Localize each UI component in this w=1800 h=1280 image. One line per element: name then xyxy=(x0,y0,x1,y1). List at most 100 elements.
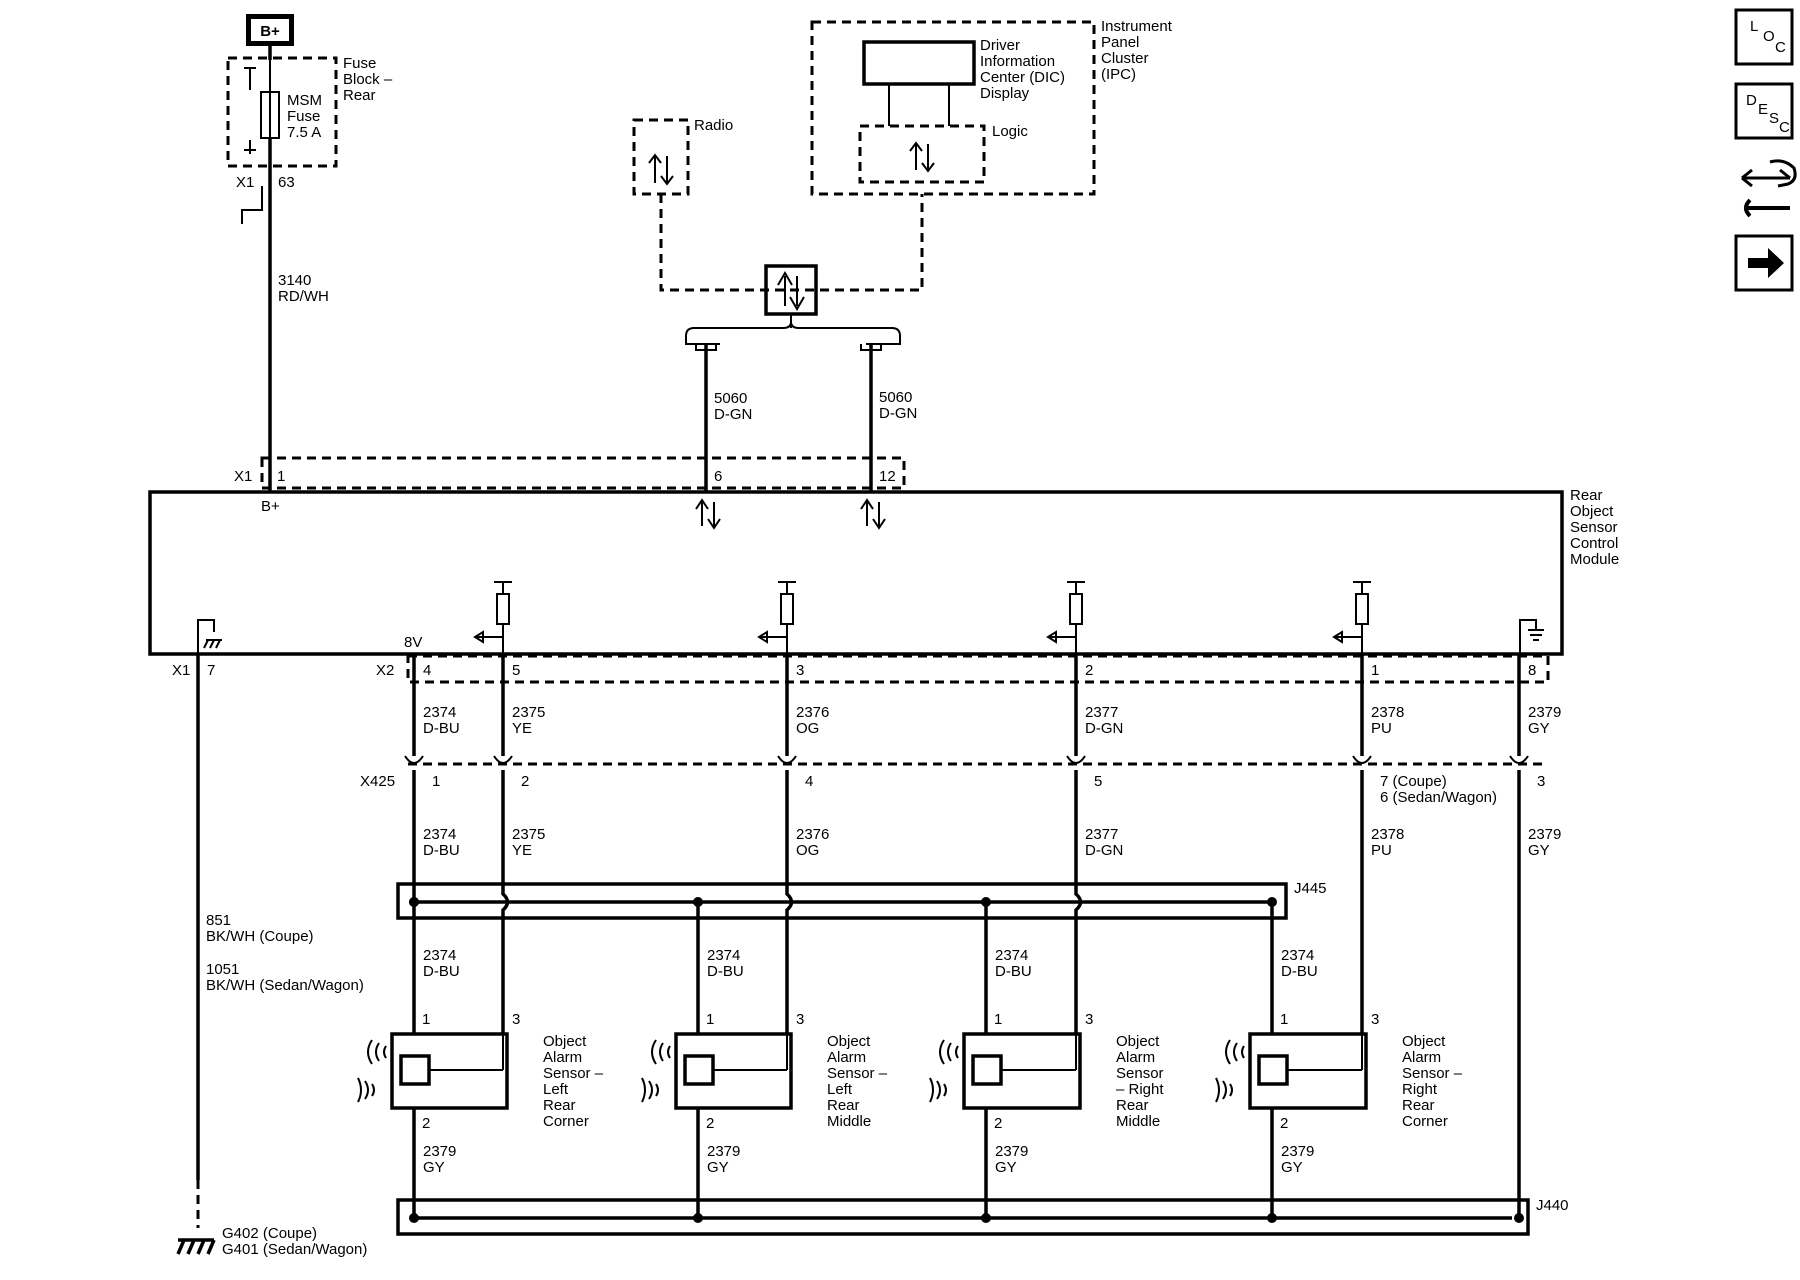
splice-dot xyxy=(1514,1213,1524,1223)
sensor-pin-3: 3 xyxy=(1085,1011,1093,1028)
ground-color-coupe: BK/WH (Coupe) xyxy=(206,928,314,945)
sensor-ground-circuit: 2379 xyxy=(423,1143,456,1160)
sensor-name-line: Sensor – xyxy=(543,1065,604,1082)
dic-label-4: Display xyxy=(980,85,1030,102)
sensor-name-line: Middle xyxy=(827,1113,871,1130)
fuse-name-1: MSM xyxy=(287,92,322,109)
repair-procedure-icon[interactable] xyxy=(1741,159,1797,218)
sensor-element xyxy=(399,1054,431,1086)
sensor-pin-3: 3 xyxy=(796,1011,804,1028)
x2-circuit-color: GY xyxy=(1528,720,1550,737)
pullup-bar xyxy=(494,581,512,594)
sensor-ground-color: GY xyxy=(707,1159,729,1176)
signal-arrow-icon xyxy=(757,630,787,644)
splice-dot xyxy=(1267,1213,1277,1223)
logic-label: Logic xyxy=(992,123,1028,140)
ipc-label-4: (IPC) xyxy=(1101,66,1136,83)
x425-circuit-color: PU xyxy=(1371,842,1392,859)
x425-pin: 5 xyxy=(1094,773,1102,790)
sensor-pin-1: 1 xyxy=(422,1011,430,1028)
feed-circuit-color: RD/WH xyxy=(278,288,329,305)
x2-pin: 3 xyxy=(796,662,804,679)
signal-arrow-icon xyxy=(1332,630,1362,644)
sensor-pin-1: 1 xyxy=(706,1011,714,1028)
splice-dot xyxy=(409,897,419,907)
sensor-name-line: Object xyxy=(543,1033,587,1050)
sensor-name-line: Rear xyxy=(1116,1097,1149,1114)
ground-symbol xyxy=(176,1238,216,1255)
x2-circuit-color: YE xyxy=(512,720,532,737)
x425-pin: 3 xyxy=(1537,773,1545,790)
sensor-ground-circuit: 2379 xyxy=(995,1143,1028,1160)
module-name-1: Rear xyxy=(1570,487,1603,504)
x425-circuit-number: 2378 xyxy=(1371,826,1404,843)
sensor-name-line: Left xyxy=(543,1081,569,1098)
loc-letter-c: C xyxy=(1775,39,1786,56)
x2-circuit-color: D-GN xyxy=(1085,720,1123,737)
sensor-body xyxy=(1248,1032,1368,1110)
x2-connector xyxy=(406,654,1550,684)
loc-letter-l: L xyxy=(1750,18,1758,35)
x425-pin-alt: 6 (Sedan/Wagon) xyxy=(1380,789,1497,806)
x425-pin: 2 xyxy=(521,773,529,790)
sensor-body xyxy=(390,1032,509,1110)
x2-circuit-number: 2378 xyxy=(1371,704,1404,721)
sensor-feed-color: D-BU xyxy=(995,963,1032,980)
serial-right-color: D-GN xyxy=(879,405,917,422)
b-plus-label: B+ xyxy=(260,23,280,40)
next-page-button[interactable] xyxy=(1734,234,1794,292)
sensor-feed-color: D-BU xyxy=(423,963,460,980)
sensor-element xyxy=(1257,1054,1289,1086)
x2-circuit-number: 2376 xyxy=(796,704,829,721)
sensor-feed-circuit: 2374 xyxy=(707,947,740,964)
dic-display xyxy=(862,40,976,86)
sensor-pin-1: 1 xyxy=(994,1011,1002,1028)
loc-button[interactable]: L O C xyxy=(1734,8,1794,66)
x2-wires: 2374D-BU12374D-BU2375YE22375YE2376OG4237… xyxy=(404,654,1561,1223)
sound-emit-icon xyxy=(1225,1039,1245,1065)
x425-terminal xyxy=(404,755,424,764)
pullup-bar xyxy=(1353,581,1371,594)
pullup-resistor xyxy=(1069,593,1083,625)
x425-circuit-number: 2375 xyxy=(512,826,545,843)
x2-circuit-number: 2377 xyxy=(1085,704,1118,721)
ipc-label-2: Panel xyxy=(1101,34,1139,51)
pullup-resistor xyxy=(1355,593,1369,625)
desc-button[interactable]: D E S C xyxy=(1734,82,1794,140)
fuse-block-rear: Fuse Block – Rear xyxy=(226,55,393,168)
j445-label: J445 xyxy=(1294,880,1327,897)
x425-terminal xyxy=(1066,755,1086,764)
sound-emit-icon xyxy=(939,1039,959,1065)
serial-right-circuit: 5060 xyxy=(879,389,912,406)
sensor-feed-circuit: 2374 xyxy=(423,947,456,964)
loc-letter-o: O xyxy=(1763,28,1775,45)
x2-pin: 4 xyxy=(423,662,431,679)
x2-circuit-color: OG xyxy=(796,720,819,737)
radio-label: Radio xyxy=(694,117,733,134)
sensor-name-line: Rear xyxy=(827,1097,860,1114)
sensor-name-line: Sensor xyxy=(1116,1065,1164,1082)
x425-terminal xyxy=(1509,755,1529,764)
sensor-ground-circuit: 2379 xyxy=(1281,1143,1314,1160)
sound-emit-icon xyxy=(367,1039,387,1065)
desc-letter-e: E xyxy=(1758,101,1768,118)
sensor-pin-2: 2 xyxy=(1280,1115,1288,1132)
sensor-name-line: Object xyxy=(1116,1033,1160,1050)
msm-fuse: MSM Fuse 7.5 A xyxy=(244,60,322,154)
pullup-resistor xyxy=(496,593,510,625)
ground-connector-label: X1 xyxy=(172,662,190,679)
splice-dot xyxy=(693,1213,703,1223)
ground-pin-label: 7 xyxy=(207,662,215,679)
ground-circuit-coupe: 851 xyxy=(206,912,231,929)
sensor-pin-2: 2 xyxy=(706,1115,714,1132)
x425-pin: 7 (Coupe) xyxy=(1380,773,1447,790)
ipc-logic xyxy=(858,124,986,184)
sensor-pin-1: 1 xyxy=(1280,1011,1288,1028)
module-b-plus-label: B+ xyxy=(261,498,280,515)
splice-dot xyxy=(981,897,991,907)
pullup-bar xyxy=(778,581,796,594)
x425-circuit-color: D-GN xyxy=(1085,842,1123,859)
sensor-name-line: Middle xyxy=(1116,1113,1160,1130)
sensor-body xyxy=(962,1032,1082,1110)
sensor-ground-circuit: 2379 xyxy=(707,1143,740,1160)
